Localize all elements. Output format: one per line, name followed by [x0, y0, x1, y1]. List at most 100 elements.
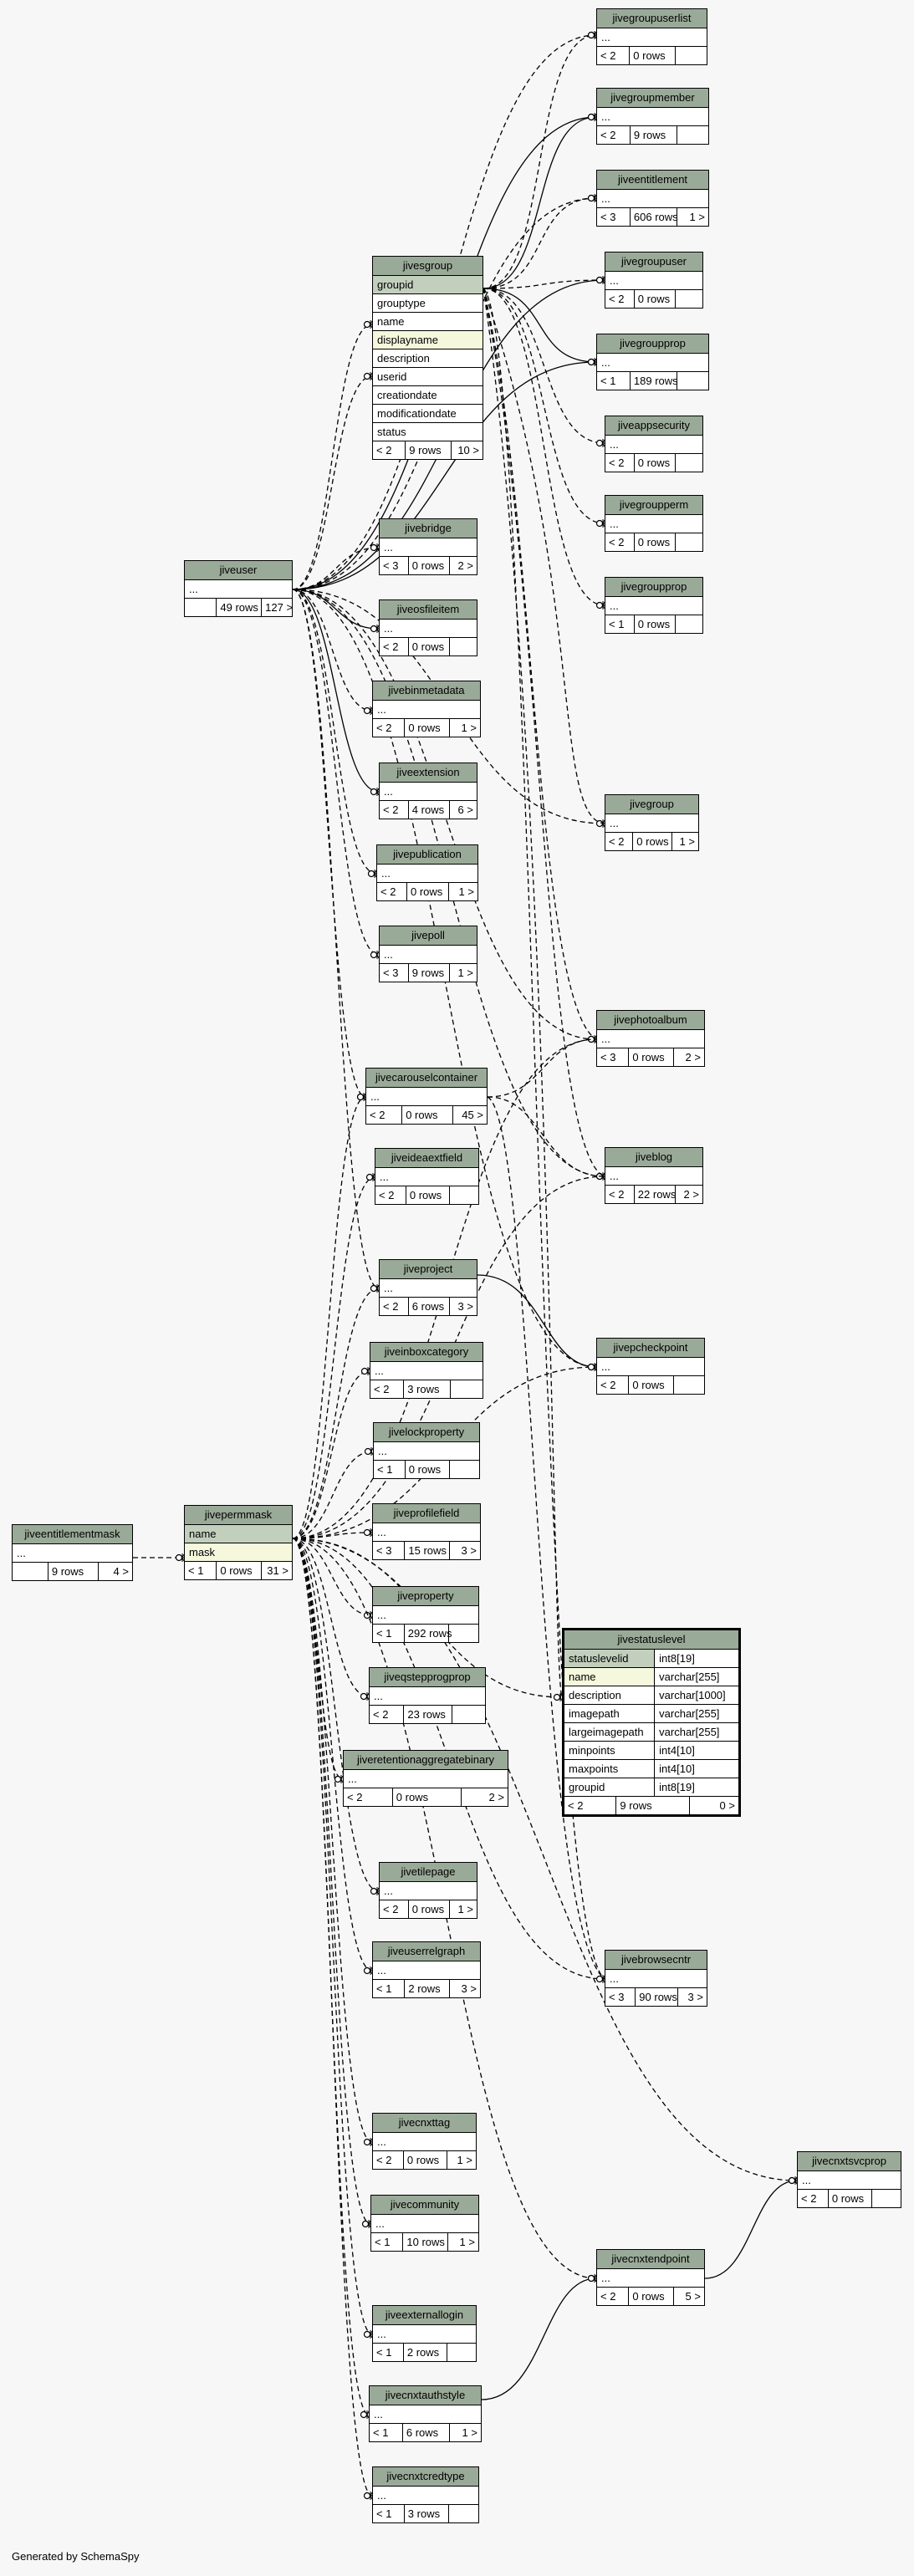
column-row[interactable]: ...: [597, 354, 708, 372]
column-row[interactable]: ...: [377, 865, 477, 883]
column-row[interactable]: displayname: [373, 331, 483, 349]
column-row[interactable]: status: [373, 423, 483, 441]
column-row[interactable]: ...: [375, 1168, 478, 1186]
column-row[interactable]: ...: [597, 108, 708, 126]
column-row[interactable]: mask: [185, 1543, 292, 1562]
column-row[interactable]: ...: [373, 1523, 480, 1542]
column-row[interactable]: groupid: [373, 276, 483, 294]
column-row[interactable]: ...: [344, 1770, 508, 1788]
column-row[interactable]: ...: [373, 2487, 478, 2505]
column-row[interactable]: ...: [380, 946, 477, 964]
column-row[interactable]: userid: [373, 368, 483, 386]
column-row[interactable]: ...: [370, 1362, 483, 1380]
column-row[interactable]: ...: [185, 580, 292, 599]
column-row[interactable]: modificationdate: [373, 405, 483, 423]
column-row[interactable]: ...: [13, 1544, 132, 1563]
column-row[interactable]: ...: [371, 2215, 478, 2233]
column-row[interactable]: ...: [366, 1088, 487, 1106]
column-row[interactable]: ...: [373, 1606, 478, 1625]
column-row[interactable]: ...: [798, 2171, 901, 2190]
column-row[interactable]: ...: [605, 597, 702, 615]
column-row[interactable]: ...: [605, 814, 698, 833]
column-row[interactable]: description: [373, 349, 483, 368]
column-row[interactable]: ...: [380, 620, 477, 638]
column-row[interactable]: ...: [597, 1030, 704, 1048]
column-row[interactable]: ...: [380, 538, 477, 557]
column-row[interactable]: ...: [380, 1882, 477, 1900]
column-row[interactable]: ...: [380, 1279, 477, 1298]
column-row[interactable]: ...: [597, 190, 708, 208]
column-row[interactable]: ...: [605, 436, 702, 454]
column-row[interactable]: ...: [373, 701, 480, 719]
column-row[interactable]: ...: [373, 2325, 476, 2344]
column-row[interactable]: ...: [605, 515, 702, 533]
column-row[interactable]: grouptype: [373, 294, 483, 313]
column-row[interactable]: ...: [605, 272, 702, 290]
column-row[interactable]: name: [373, 313, 483, 331]
column-row[interactable]: ...: [597, 2269, 704, 2288]
column-row[interactable]: ...: [605, 1970, 707, 1988]
column-row[interactable]: ...: [370, 1687, 485, 1706]
column-row[interactable]: ...: [374, 1442, 479, 1461]
column-row[interactable]: creationdate: [373, 386, 483, 405]
column-row[interactable]: ...: [373, 2133, 476, 2151]
column-row[interactable]: ...: [373, 1961, 480, 1980]
column-row[interactable]: ...: [370, 2405, 481, 2424]
column-row[interactable]: ...: [605, 1167, 702, 1186]
column-row[interactable]: ...: [380, 783, 477, 801]
column-row[interactable]: ...: [597, 28, 707, 47]
column-row[interactable]: ...: [597, 1358, 704, 1376]
column-row[interactable]: name: [185, 1525, 292, 1543]
